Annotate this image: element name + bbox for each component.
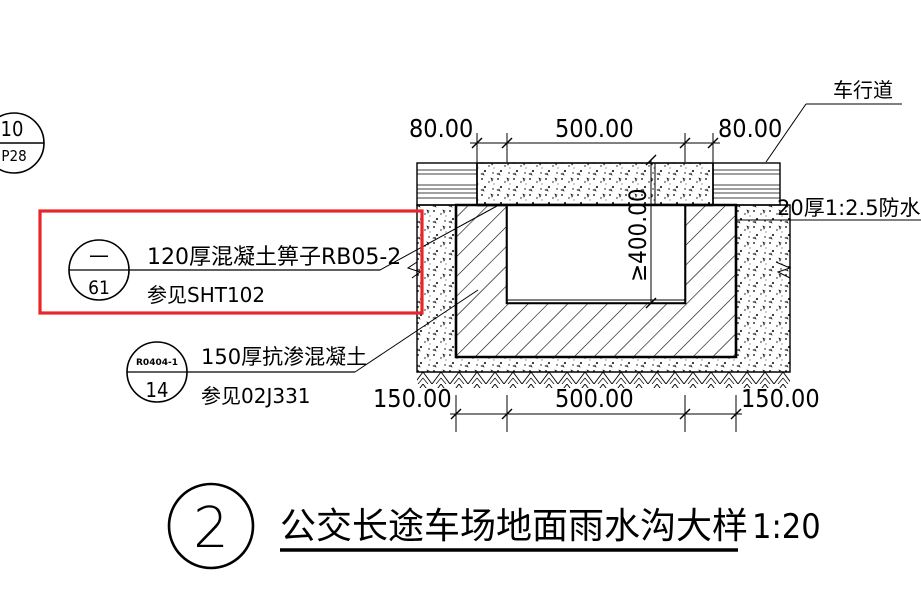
callout-grate: — 61 120厚混凝土箅子RB05-2 参见SHT102 — [68, 205, 498, 307]
title-scale: 1:20 — [752, 507, 821, 547]
highlight-box — [38, 209, 424, 315]
callout-grate-ref-top: — — [89, 243, 109, 267]
dim-top-left: 80.00 — [409, 114, 473, 143]
callout-concrete-line1: 150厚抗渗混凝土 — [201, 345, 367, 369]
road-surface-left — [416, 162, 478, 206]
callout-concrete-ref-bottom: 14 — [146, 378, 169, 402]
dim-top-mid: 500.00 — [555, 114, 634, 143]
dim-bottom-right: 150.00 — [741, 384, 820, 413]
depth-dimension: ≥400.00 — [624, 154, 657, 309]
callout-concrete-ref-top: R0404-1 — [136, 358, 178, 368]
waterproof-label: 20厚1:2.5防水 — [737, 196, 921, 221]
title-number: 2 — [193, 496, 229, 561]
callout-grate-line2: 参见SHT102 — [147, 283, 265, 307]
dim-bottom-mid: 500.00 — [555, 384, 634, 413]
callout-grate-ref-bottom: 61 — [88, 277, 110, 299]
title-number-circle — [167, 482, 255, 570]
dim-bottom-left: 150.00 — [373, 384, 452, 413]
gravel-layer — [417, 372, 790, 388]
waterproof-label-text: 20厚1:2.5防水 — [777, 196, 921, 220]
road-label: 车行道 — [765, 78, 902, 163]
callout-concrete-line2: 参见02J331 — [201, 384, 311, 408]
dim-top-right: 80.00 — [718, 114, 782, 143]
callout-concrete: R0404-1 14 150厚抗渗混凝土 参见02J331 — [126, 289, 479, 408]
top-dimension-line: 80.00 500.00 80.00 — [409, 114, 782, 162]
ref-bubble-top: 10 P28 — [0, 112, 45, 174]
grate-slab — [476, 162, 714, 206]
road-label-text: 车行道 — [833, 78, 893, 102]
depth-dimension-text: ≥400.00 — [624, 188, 652, 282]
drawing-title: 2 公交长途车场地面雨水沟大样 1:20 — [167, 482, 821, 570]
ref-top-sheet: P28 — [1, 147, 26, 165]
road-surface-right — [712, 162, 781, 206]
bottom-dimension-line: 150.00 500.00 150.00 — [373, 384, 820, 432]
ref-top-number: 10 — [1, 117, 24, 141]
title-text: 公交长途车场地面雨水沟大样 — [280, 506, 748, 547]
callout-grate-line1: 120厚混凝土箅子RB05-2 — [147, 245, 401, 270]
channel-opening — [506, 204, 686, 304]
